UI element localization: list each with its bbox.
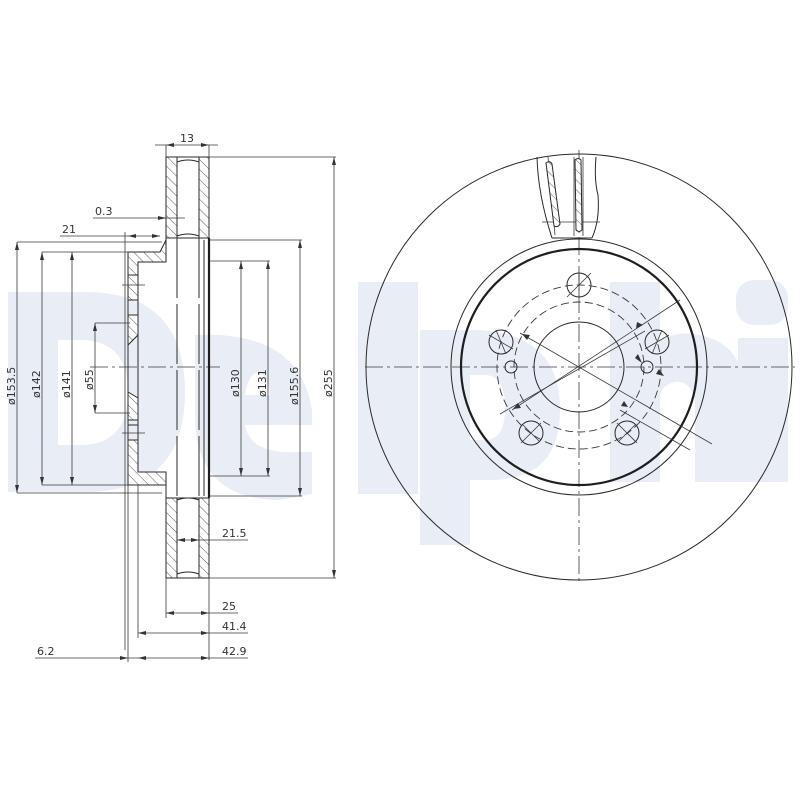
bolt-holes xyxy=(488,272,670,446)
dim-dia-55: ø55 xyxy=(83,369,96,390)
front-view xyxy=(365,150,795,583)
dim-0-3: 0.3 xyxy=(95,205,113,218)
dim-dia-155-6: ø155.6 xyxy=(288,367,301,405)
bolt-hole xyxy=(488,329,514,355)
hat-inner-ring xyxy=(459,247,699,487)
bolt-hole xyxy=(644,329,670,355)
hat-top-wall xyxy=(127,274,139,301)
dim-dia-255: ø255 xyxy=(322,369,335,397)
bottom-outer-plate xyxy=(165,497,178,579)
hat-top-flange xyxy=(127,239,167,276)
bolt-hole xyxy=(614,420,640,446)
bolt-hole xyxy=(518,420,544,446)
dim-dia-141: ø141 xyxy=(60,370,73,398)
hub-bore xyxy=(533,321,625,413)
locating-hole-right xyxy=(640,360,654,374)
delphi-watermark xyxy=(8,280,788,545)
top-outer-plate xyxy=(165,156,178,239)
dim-25: 25 xyxy=(222,600,236,613)
top-inner-plate xyxy=(198,156,210,239)
bottom-inner-plate xyxy=(198,497,210,579)
dim-21: 21 xyxy=(62,223,76,236)
hat-outer-ring xyxy=(450,238,708,496)
disc-outer-edge xyxy=(365,153,793,581)
inner-pitch-circle xyxy=(513,301,645,433)
dim-dia-153-5: ø153.5 xyxy=(5,367,18,405)
vent-slot-left xyxy=(545,161,561,228)
dim-dia-130: ø130 xyxy=(229,369,242,397)
dim-13: 13 xyxy=(180,132,194,145)
locating-hole-left xyxy=(504,360,518,374)
dim-dia-131: ø131 xyxy=(256,369,269,397)
dim-dia-142: ø142 xyxy=(30,370,43,398)
dim-42-9: 42.9 xyxy=(222,645,247,658)
vent-cutaway xyxy=(536,156,600,239)
dim-21-5: 21.5 xyxy=(222,527,247,540)
dim-41-4: 41.4 xyxy=(222,620,247,633)
vent-slot-right xyxy=(574,158,583,232)
dim-6-2: 6.2 xyxy=(37,645,55,658)
side-section-view xyxy=(90,156,220,579)
side-dimensions: 13 0.3 21 ø153.5 ø142 ø141 ø55 ø130 xyxy=(5,132,336,662)
